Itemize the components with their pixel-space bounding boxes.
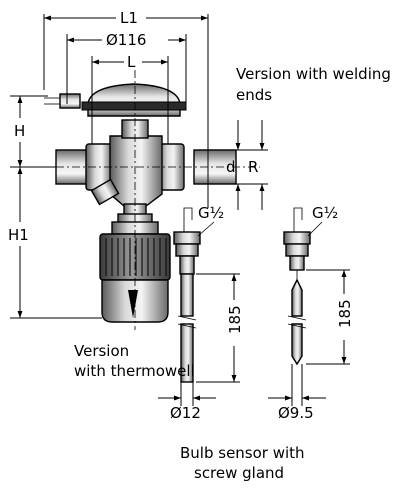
valve-assembly: [44, 83, 237, 323]
tube-break-2: [287, 315, 307, 329]
dim-r-label: R: [248, 158, 258, 176]
thermowell-tube-1: [180, 273, 194, 317]
caption-bulb-line2: screw gland: [194, 464, 284, 482]
valve-body: [109, 135, 163, 207]
dim-l-label: L: [127, 53, 136, 71]
tube-diameter-right-label: Ø9.5: [278, 404, 314, 422]
caption-bulb-line1: Bulb sensor with: [180, 444, 305, 462]
drain-plug: [90, 178, 120, 206]
caption-thermowell-line1: Version: [74, 342, 129, 360]
thread-right-label: G½: [312, 204, 338, 222]
dim-flange-diameter-label: Ø116: [106, 31, 146, 49]
gland-hex-1: [175, 243, 199, 257]
caption-welding-line1: Version with welding: [236, 65, 391, 83]
length-right-label: 185: [336, 299, 354, 328]
length-left-label: 185: [226, 305, 244, 334]
sensor-thermowell: [173, 207, 201, 383]
dim-l1-label: L1: [120, 9, 138, 27]
caption-welding-line2: ends: [236, 86, 272, 104]
capillary-fitting: [59, 93, 81, 109]
dim-h1-label: H1: [8, 226, 29, 244]
knurling: [105, 238, 167, 276]
thread-left-label: G½: [198, 204, 224, 222]
gland-nut-2: [283, 231, 311, 245]
caption-thermowell-line2: with thermowell: [74, 362, 195, 380]
tube-diameter-left-label: Ø12: [170, 404, 201, 422]
tube-break-1: [177, 315, 197, 329]
dim-d-label: d: [226, 158, 236, 176]
thermowell-tube-2: [180, 323, 194, 383]
pointer-mark: [128, 290, 138, 318]
actuator-flange: [81, 101, 187, 111]
actuator-housing: [87, 83, 181, 117]
dim-h-label: H: [14, 122, 25, 140]
sensor-screw-gland: [283, 207, 311, 366]
bulb-2: [291, 323, 303, 366]
gland-nut-1: [173, 231, 201, 245]
gland-neck-1: [179, 255, 195, 275]
gland-neck-2: [289, 255, 305, 271]
bulb-1: [291, 278, 303, 317]
gland-hex-2: [285, 243, 309, 257]
